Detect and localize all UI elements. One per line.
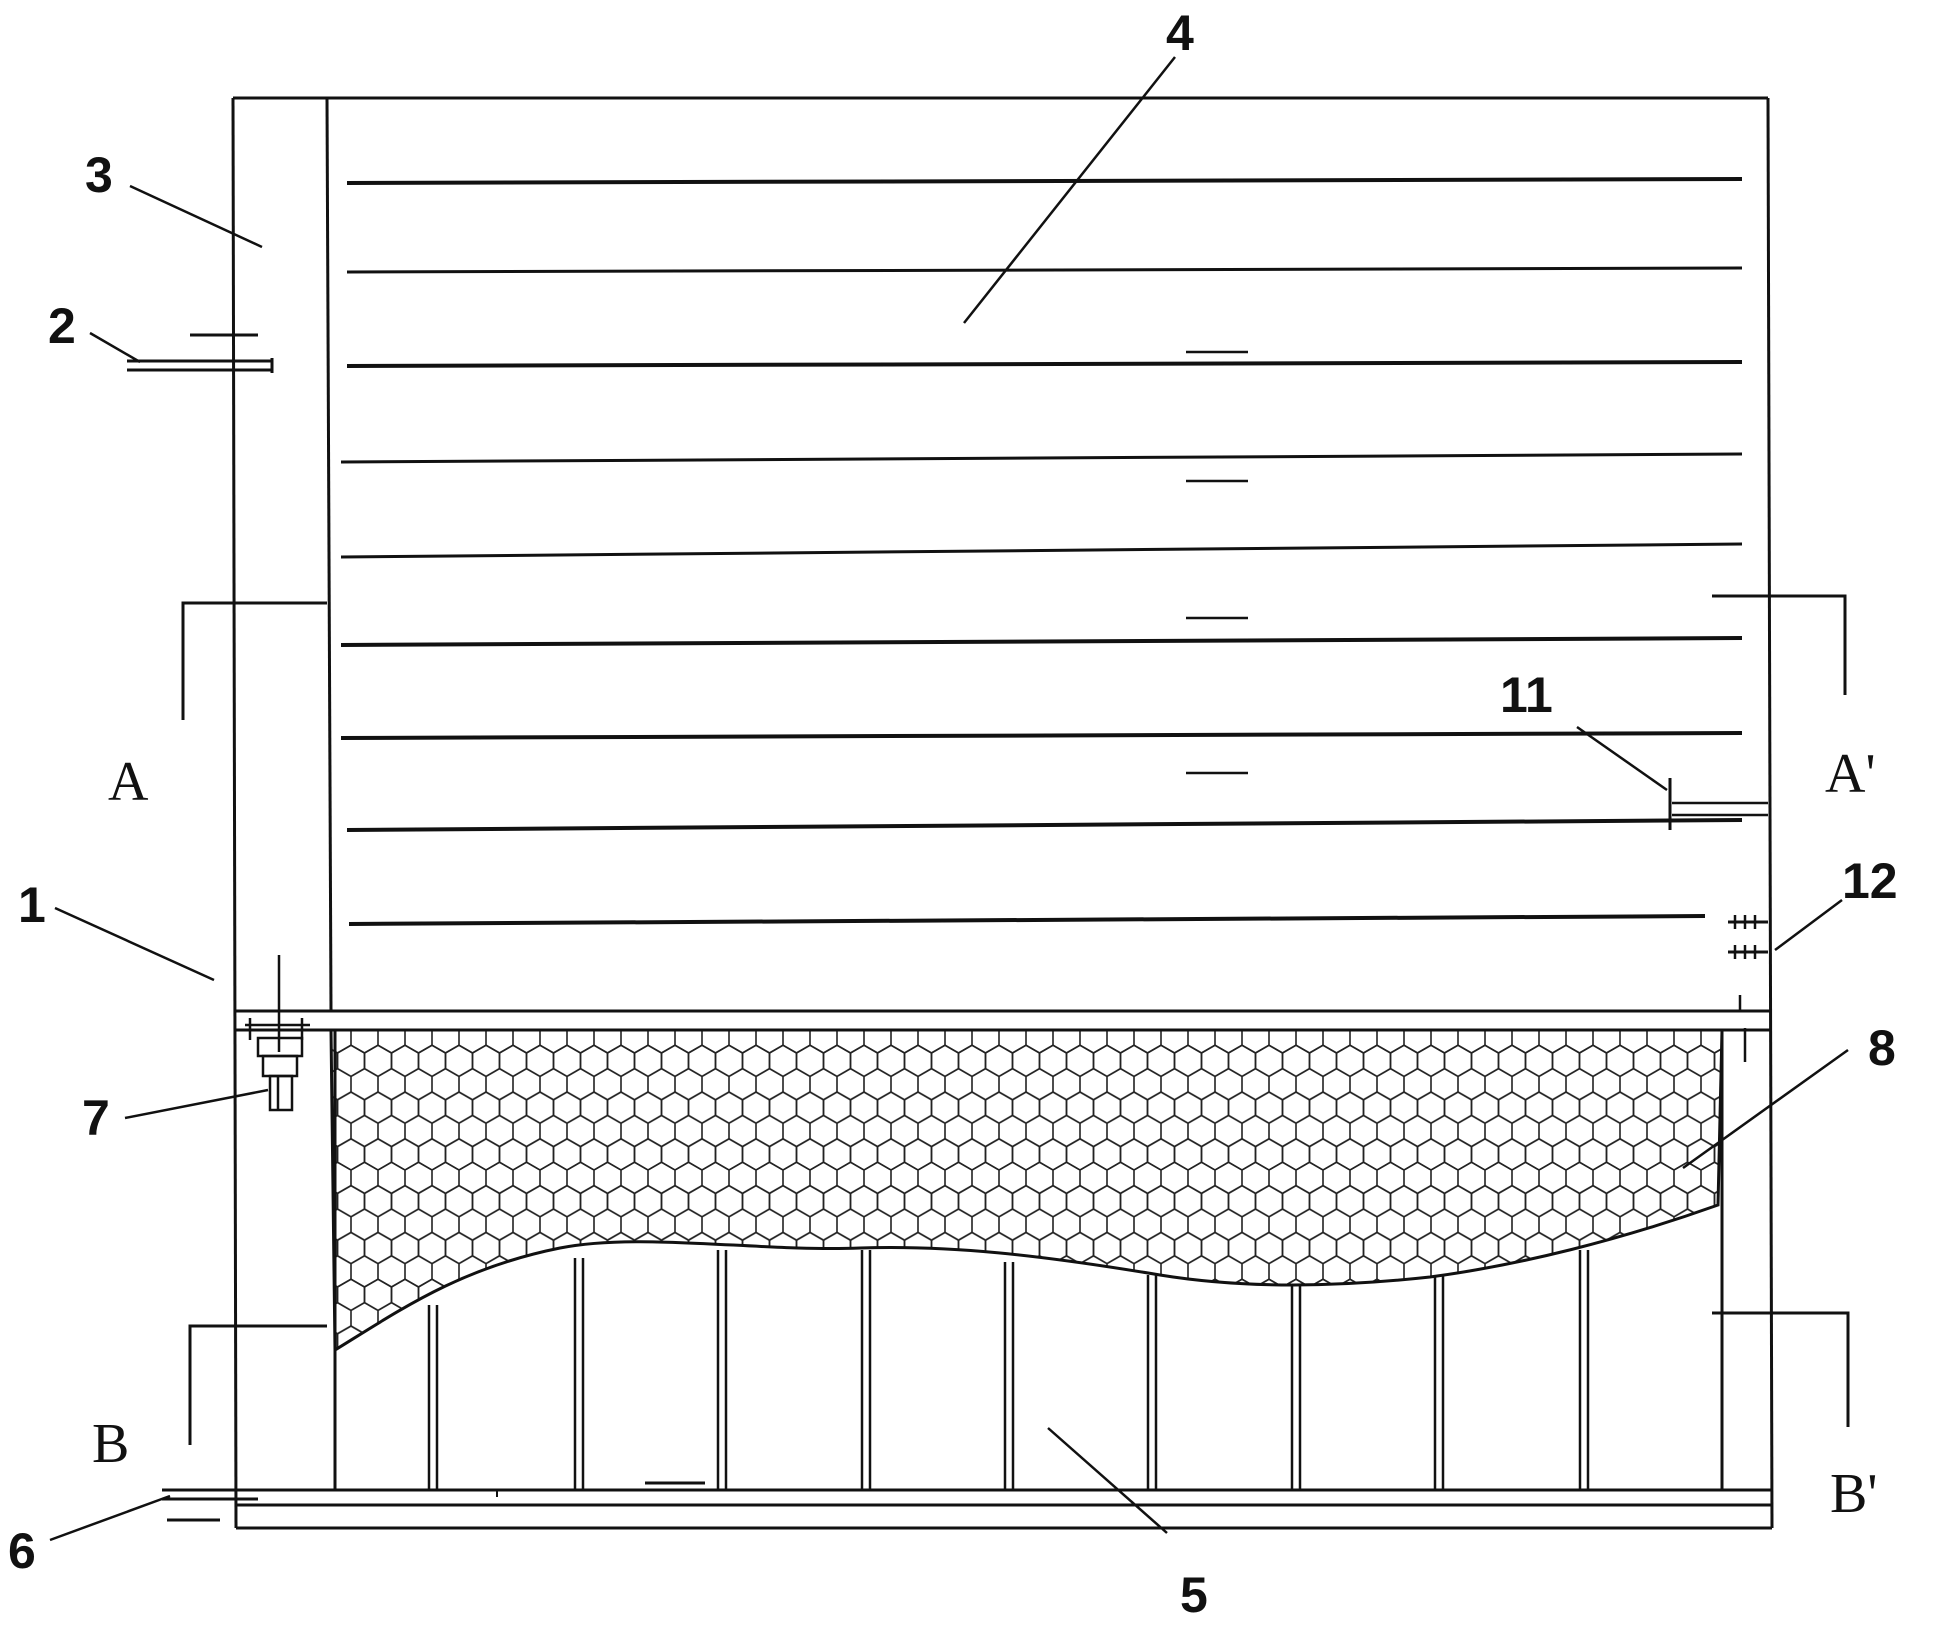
sludge-valve: [245, 955, 310, 1112]
overflow-weir: [1668, 778, 1768, 830]
partition-plate: [236, 1009, 1770, 1032]
section-label-b-right: B': [1830, 1463, 1877, 1525]
callout-5: 5: [1180, 1567, 1208, 1623]
section-label-a-right: A': [1825, 743, 1876, 805]
callout-4: 4: [1166, 5, 1194, 61]
callout-1: 1: [18, 877, 46, 933]
section-label-a-left: A: [108, 751, 149, 813]
section-label-b-left: B: [92, 1413, 129, 1475]
inlet-channel-wall: [325, 97, 333, 1012]
section-labels: A A' B B': [92, 743, 1877, 1525]
bottom-supports: [236, 1030, 1772, 1507]
inclined-plates: [340, 177, 1743, 926]
center-marks: [1186, 350, 1248, 775]
callout-11: 11: [1500, 667, 1553, 723]
honeycomb-media: [329, 1028, 1724, 1353]
leader-lines: [49, 56, 1849, 1542]
callout-3: 3: [85, 147, 113, 203]
callout-labels: 1 2 3 4 5 6 7 8 11 12: [8, 5, 1898, 1623]
callout-6: 6: [8, 1523, 36, 1579]
section-marker-a: [181, 594, 1847, 720]
section-marker-b: [188, 1311, 1850, 1445]
inlet-pipe: [127, 333, 274, 373]
callout-2: 2: [48, 298, 76, 354]
outlet-pipe: [162, 1488, 258, 1522]
callout-7: 7: [82, 1090, 110, 1146]
callout-12: 12: [1842, 853, 1898, 909]
callout-8: 8: [1868, 1020, 1896, 1076]
side-fittings: [1728, 915, 1768, 1062]
tank-outline: [231, 96, 1774, 1530]
